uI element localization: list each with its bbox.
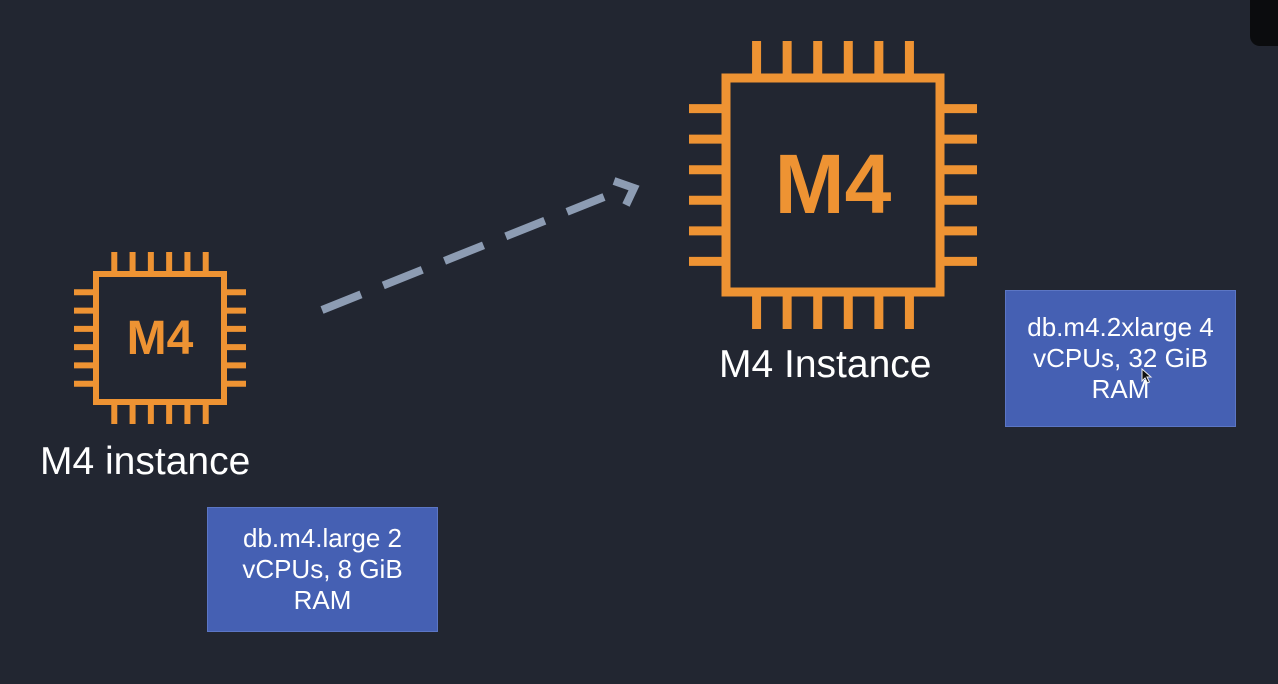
large-spec-line-1: db.m4.2xlarge 4 — [1027, 312, 1214, 343]
mouse-cursor-icon — [1141, 368, 1153, 384]
large-spec-line-3: RAM — [1091, 373, 1150, 404]
small-chip-icon: M4 — [74, 252, 246, 424]
small-spec-line-1: db.m4.large 2 — [243, 523, 402, 554]
small-chip-label: M4 — [127, 312, 194, 365]
large-instance-caption: M4 Instance — [719, 343, 932, 386]
small-spec-line-2: vCPUs, 8 GiB — [242, 554, 403, 585]
small-spec-line-3: RAM — [293, 584, 352, 615]
large-spec-line-2: vCPUs, 32 GiB — [1033, 343, 1208, 374]
large-chip-icon: M4 — [689, 41, 977, 329]
small-instance-caption: M4 instance — [40, 440, 251, 483]
large-chip-label: M4 — [775, 137, 892, 231]
window-corner-tab — [1250, 0, 1278, 46]
small-instance-spec-box: db.m4.large 2 vCPUs, 8 GiB RAM — [207, 507, 438, 632]
large-instance-spec-box: db.m4.2xlarge 4 vCPUs, 32 GiB RAM — [1005, 290, 1236, 427]
